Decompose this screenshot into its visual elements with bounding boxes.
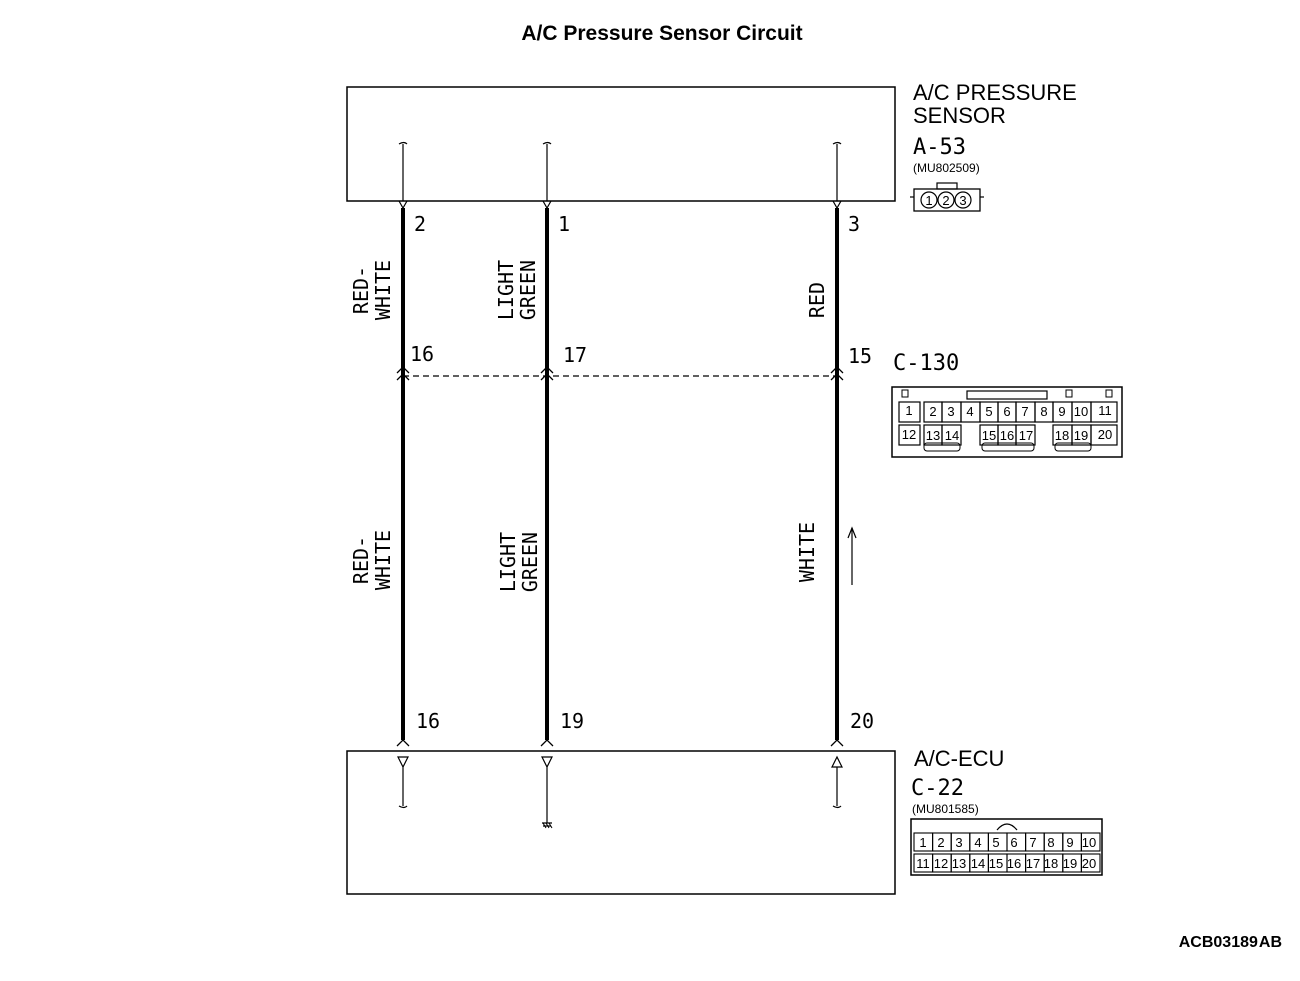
c130-pin-5: 5 xyxy=(985,404,992,419)
wire2-lower-color-line1: LIGHT xyxy=(496,532,520,592)
c130-pin-16: 16 xyxy=(1000,428,1014,443)
c130-pin-9: 9 xyxy=(1058,404,1065,419)
c130-pin-14: 14 xyxy=(945,428,959,443)
sensor-box xyxy=(346,86,896,202)
connector-cell xyxy=(1080,832,1101,852)
sensor-pin-label-wire3: 3 xyxy=(848,212,860,236)
c130-pin-12: 12 xyxy=(902,427,916,442)
ecu-connector-drawing: 1 2 3 4 5 6 7 8 9 10 11 12 13 14 15 16 1… xyxy=(910,818,1103,876)
c130-pin-7: 7 xyxy=(1021,404,1028,419)
c22-pin-20: 20 xyxy=(1082,856,1096,871)
c22-pin-8: 8 xyxy=(1047,835,1054,850)
c130-pin-3: 3 xyxy=(947,404,954,419)
c22-pin-1: 1 xyxy=(919,835,926,850)
c22-pin-9: 9 xyxy=(1066,835,1073,850)
c22-pin-3: 3 xyxy=(955,835,962,850)
connector-cell xyxy=(898,401,921,423)
wire1-lower-color-line1: RED- xyxy=(349,536,373,584)
junction-pin-label-wire3: 15 xyxy=(848,344,872,368)
c22-pin-17: 17 xyxy=(1026,856,1040,871)
wire1-upper-color-line2: WHITE xyxy=(371,260,395,320)
c130-pin-2: 2 xyxy=(929,404,936,419)
ecu-pin-label-wire3: 20 xyxy=(850,709,874,733)
sensor-name-line2: SENSOR xyxy=(913,103,1006,128)
c130-pin-20: 20 xyxy=(1098,427,1112,442)
c22-pin-5: 5 xyxy=(992,835,999,850)
connector-cell xyxy=(1090,401,1118,423)
sensor-connector-id: A-53 xyxy=(913,135,966,160)
ecu-internal-leads xyxy=(397,755,843,827)
junction-connector-drawing: 1 2 3 4 5 6 7 8 9 10 11 12 13 14 15 16 1… xyxy=(891,386,1123,458)
c130-pin-1: 1 xyxy=(905,403,912,418)
c22-pin-15: 15 xyxy=(989,856,1003,871)
c22-pin-19: 19 xyxy=(1063,856,1077,871)
sensor-internal-leads xyxy=(398,141,842,210)
ground-icon xyxy=(542,822,553,829)
c22-pin-7: 7 xyxy=(1029,835,1036,850)
sensor-pin-label-wire1: 2 xyxy=(414,212,426,236)
wire2-lower-color-line2: GREEN xyxy=(518,532,542,592)
junction-markers xyxy=(396,366,844,381)
wire3-upper-color: RED xyxy=(805,282,829,318)
ecu-pin-label-wire2: 19 xyxy=(560,709,584,733)
sensor-pin-3: 3 xyxy=(959,193,966,208)
sensor-name-line1: A/C PRESSURE xyxy=(913,80,1077,105)
c22-pin-16: 16 xyxy=(1007,856,1021,871)
ecu-name: A/C-ECU xyxy=(914,746,1004,771)
c22-pin-2: 2 xyxy=(937,835,944,850)
figure-code-main: ACB03189 xyxy=(1179,934,1258,951)
c130-pin-11: 11 xyxy=(1098,403,1112,418)
c22-pin-11: 11 xyxy=(916,856,930,871)
wire1-upper-color-line1: RED- xyxy=(349,266,373,314)
connector-cell xyxy=(1015,424,1036,446)
junction-connector-id: C-130 xyxy=(893,351,959,376)
sensor-connector-drawing: 1 2 3 xyxy=(910,182,984,212)
c130-pin-10: 10 xyxy=(1074,404,1088,419)
ecu-terminal-markers xyxy=(396,739,844,747)
ecu-pin-label-wire1: 16 xyxy=(416,709,440,733)
c22-pin-14: 14 xyxy=(971,856,985,871)
c130-pin-17: 17 xyxy=(1019,428,1033,443)
c22-pin-13: 13 xyxy=(952,856,966,871)
signal-direction-arrow-icon xyxy=(847,526,857,585)
connector-cell xyxy=(898,424,921,446)
c22-pin-18: 18 xyxy=(1044,856,1058,871)
c130-pin-13: 13 xyxy=(926,428,940,443)
wire1-lower-color-line2: WHITE xyxy=(371,530,395,590)
wire2-upper-color-line2: GREEN xyxy=(516,260,540,320)
ecu-connector-id: C-22 xyxy=(911,776,964,801)
c130-pin-4: 4 xyxy=(966,404,973,419)
figure-code: ACB03189AB xyxy=(1179,934,1282,951)
sensor-pin-1: 1 xyxy=(925,193,932,208)
diagram-title: A/C Pressure Sensor Circuit xyxy=(521,22,802,45)
c130-pin-8: 8 xyxy=(1040,404,1047,419)
connector-cell xyxy=(1080,853,1101,873)
c130-pin-19: 19 xyxy=(1074,428,1088,443)
c22-pin-6: 6 xyxy=(1010,835,1017,850)
c22-pin-4: 4 xyxy=(974,835,981,850)
c130-pin-15: 15 xyxy=(982,428,996,443)
c130-pin-6: 6 xyxy=(1003,404,1010,419)
wire2-upper-color-line1: LIGHT xyxy=(494,260,518,320)
sensor-part-number: (MU802509) xyxy=(913,161,980,175)
c22-pin-10: 10 xyxy=(1082,835,1096,850)
junction-pin-label-wire2: 17 xyxy=(563,343,587,367)
c22-pin-12: 12 xyxy=(934,856,948,871)
junction-pin-label-wire1: 16 xyxy=(410,342,434,366)
c130-pin-18: 18 xyxy=(1055,428,1069,443)
sensor-pin-2: 2 xyxy=(942,193,949,208)
connector-cell xyxy=(941,424,962,446)
ecu-box xyxy=(346,750,896,895)
connector-cell xyxy=(1090,424,1118,446)
figure-code-suffix: AB xyxy=(1259,934,1282,951)
ecu-part-number: (MU801585) xyxy=(912,802,979,816)
wire3-lower-color: WHITE xyxy=(795,522,819,582)
sensor-pin-label-wire2: 1 xyxy=(558,212,570,236)
